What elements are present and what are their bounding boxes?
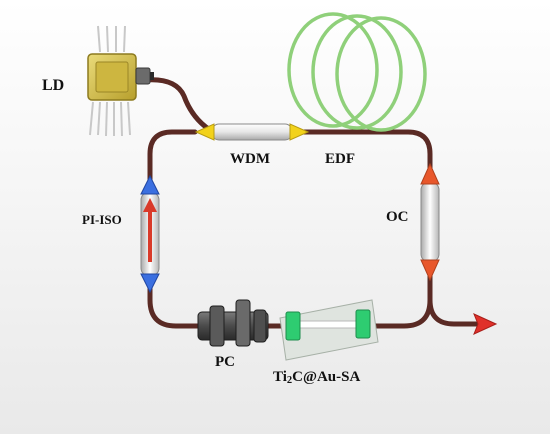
- label-edf: EDF: [325, 151, 355, 167]
- label-sa-suffix: C@Au-SA: [292, 369, 361, 385]
- label-oc: OC: [386, 209, 409, 225]
- label-pc: PC: [215, 354, 235, 370]
- output-fiber: [427, 297, 481, 327]
- polarization-controller: [197, 299, 269, 347]
- saturable-absorber: [279, 299, 379, 361]
- label-ti2c-au-sa: Ti2C@Au-SA: [273, 370, 360, 386]
- label-wdm: WDM: [230, 151, 270, 167]
- pi-isolator: [140, 174, 160, 294]
- output-coupler: [420, 162, 440, 282]
- laser-diode: [87, 25, 154, 137]
- label-pi-iso: PI-ISO: [82, 212, 122, 227]
- ld-pigtail-fiber: [143, 77, 213, 133]
- output-arrow: [473, 313, 498, 335]
- wdm-coupler: [194, 123, 310, 141]
- label-sa-prefix: Ti: [273, 369, 287, 385]
- edf-coil: [287, 12, 427, 132]
- label-sa-subscript: 2: [286, 374, 293, 386]
- label-ld: LD: [42, 77, 65, 94]
